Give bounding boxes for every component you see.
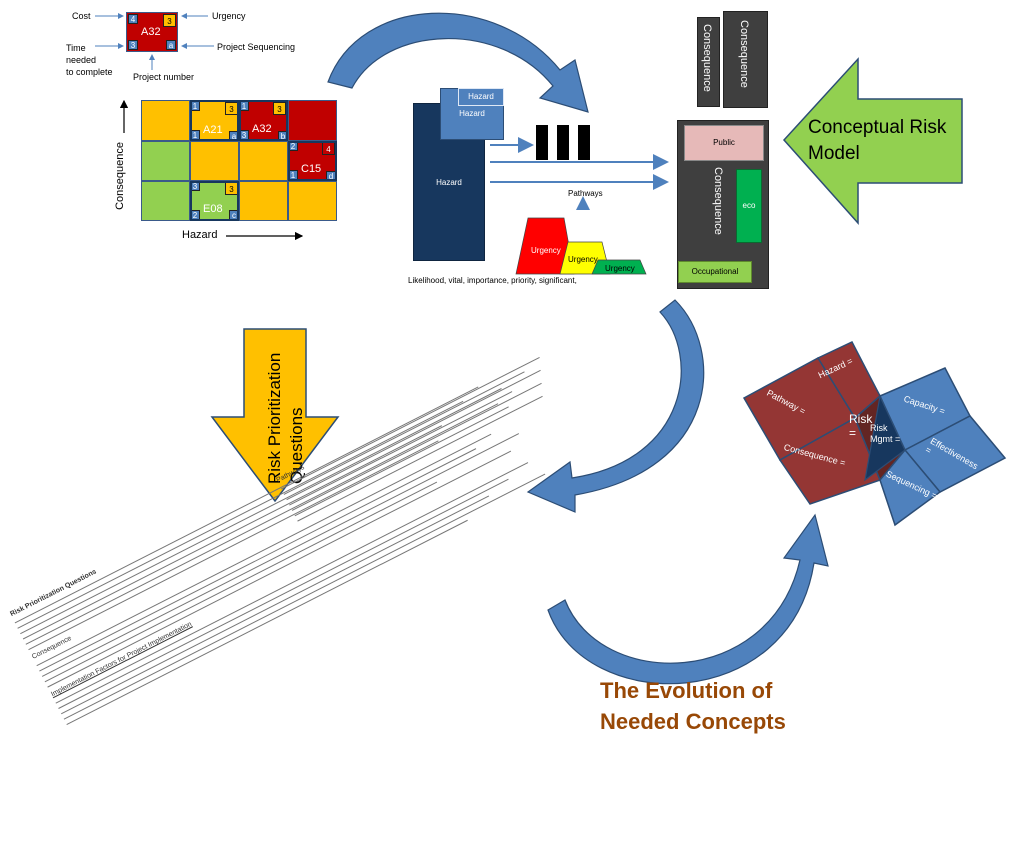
- diamond-risk-mgmt-label: Risk Mgmt =: [870, 423, 901, 444]
- eco-box: eco: [736, 169, 762, 243]
- likelihood-caption: Likelihood, vital, importance, priority,…: [408, 276, 577, 285]
- a21-urgency-badge: 3: [225, 102, 238, 115]
- evolution-title-line-1: The Evolution of: [600, 678, 773, 703]
- risk-diamond: [742, 341, 1007, 527]
- flow-arrows: [327, 12, 829, 685]
- barrier-3: [578, 125, 590, 160]
- evolution-title: The Evolution of Needed Concepts: [600, 675, 786, 737]
- matrix-axis-arrows: [119, 99, 304, 241]
- legend-seq-badge: a: [166, 40, 176, 50]
- legend-arrows: [95, 13, 214, 70]
- legend-sample-cell: 4 3 3 a A32: [126, 12, 178, 52]
- consequence-tall-right: Consequence: [723, 11, 768, 108]
- legend-cost-badge: 4: [128, 14, 138, 24]
- barrier-1: [536, 125, 548, 160]
- occupational-label: Occupational: [691, 267, 739, 276]
- hazard-small-block: Hazard: [458, 88, 504, 106]
- legend-urgency-badge: 3: [163, 14, 176, 27]
- occupational-box: Occupational: [678, 261, 752, 283]
- consequence-main-label: Consequence: [712, 167, 724, 235]
- legend-sequencing-label: Project Sequencing: [217, 42, 296, 52]
- conceptual-model-arrow: [782, 57, 963, 225]
- a32-label: A32: [252, 123, 272, 135]
- a32-urgency-badge: 3: [273, 102, 286, 115]
- e08-label: E08: [203, 203, 223, 215]
- hazard-mid-label: Hazard: [459, 109, 485, 118]
- eco-label: eco: [742, 201, 756, 210]
- legend-time-badge: 3: [128, 40, 138, 50]
- risk-matrix: 1 3 A21 1 a 1 3 A32 3 b 2 4 C15 1 d 3 3 …: [141, 100, 337, 221]
- hazard-big-label: Hazard: [436, 178, 462, 187]
- legend-project-number-label: Project number: [133, 72, 195, 82]
- matrix-x-axis-label: Hazard: [182, 229, 218, 241]
- public-box: Public: [684, 125, 764, 161]
- public-label: Public: [713, 138, 735, 147]
- diamond-risk-label: Risk =: [849, 412, 873, 440]
- urgency-yellow-label: Urgency: [568, 255, 598, 264]
- consequence-tall-left-label: Consequence: [701, 24, 713, 92]
- barrier-2: [557, 125, 569, 160]
- conceptual-model-label: Conceptual Risk Model: [808, 117, 947, 164]
- evolution-title-line-2: Needed Concepts: [600, 709, 786, 734]
- hazard-small-label: Hazard: [468, 92, 494, 101]
- consequence-tall-left: Consequence: [697, 17, 720, 107]
- legend-urgency-label: Urgency: [212, 11, 246, 21]
- consequence-main-box: Public Consequence eco Occupational: [677, 120, 769, 289]
- urgency-red-label: Urgency: [531, 246, 561, 255]
- legend-code: A32: [141, 26, 161, 38]
- urgency-green-label: Urgency: [605, 264, 635, 273]
- a21-label: A21: [203, 124, 223, 136]
- consequence-tall-right-label: Consequence: [738, 20, 750, 88]
- legend-cost-label: Cost: [72, 11, 91, 21]
- pathways-label: Pathways: [568, 189, 603, 198]
- c15-label: C15: [301, 163, 322, 175]
- risk-prioritization-arrow: [210, 328, 340, 503]
- pathway-arrows: [490, 137, 669, 210]
- urgency-trapezoids: [515, 217, 647, 275]
